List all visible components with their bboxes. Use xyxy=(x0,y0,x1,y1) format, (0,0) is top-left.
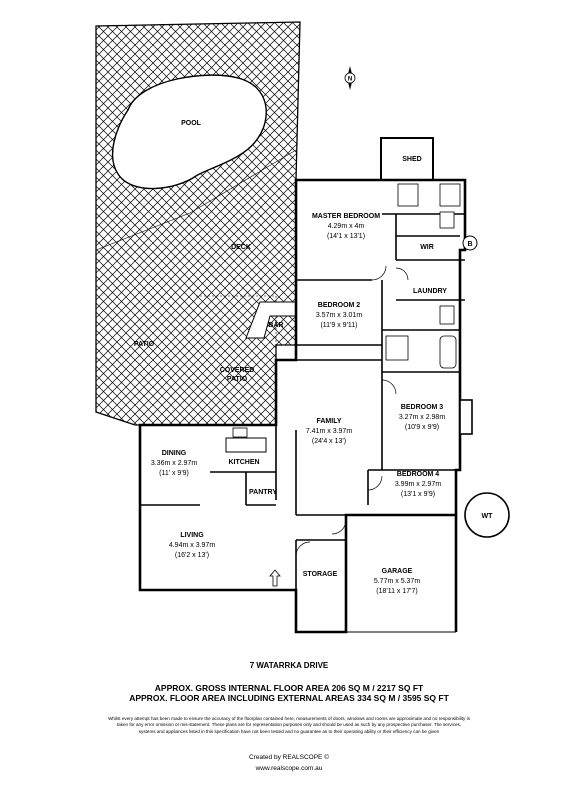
ensuite-vanity xyxy=(439,183,461,207)
property-address: 7 WATARRKA DRIVE xyxy=(249,661,329,670)
laundry-label: LAUNDRY xyxy=(413,288,447,295)
garage-label: GARAGE xyxy=(382,568,413,575)
bedroom2-metric: 3.57m x 3.01m xyxy=(316,312,362,319)
family-metric: 7.41m x 3.97m xyxy=(306,428,352,435)
pool-outline xyxy=(111,74,267,190)
bathroom-bath xyxy=(439,335,457,369)
water-tank-circle xyxy=(464,492,510,538)
credit-text: Created by REALSCOPE © xyxy=(249,754,329,761)
dining-metric: 3.36m x 2.97m xyxy=(151,460,197,467)
compass-icon: N xyxy=(344,66,356,90)
garage-imperial: (18'11 x 17'7) xyxy=(376,588,417,595)
dining-label: DINING xyxy=(162,450,187,457)
covered-patio-label-line1: COVERED xyxy=(220,367,255,374)
disclaimer-text: Whilst every attempt has been made to en… xyxy=(108,716,470,734)
dining-imperial: (11' x 9'9) xyxy=(159,470,189,477)
bedroom4-metric: 3.99m x 2.97m xyxy=(395,481,441,488)
ensuite-toilet xyxy=(439,211,455,229)
wc-toilet xyxy=(439,305,455,325)
hws-circle xyxy=(462,235,478,251)
storage-label: STORAGE xyxy=(303,571,338,578)
deck-divider-line xyxy=(95,149,297,251)
external-area: APPROX. FLOOR AREA INCLUDING EXTERNAL AR… xyxy=(129,693,449,703)
ensuite-shower xyxy=(397,183,419,207)
shed-outline xyxy=(380,137,434,181)
garage-metric: 5.77m x 5.37m xyxy=(374,578,420,585)
bathroom-shower xyxy=(385,335,409,361)
kitchen-sink xyxy=(232,427,248,438)
hws-label: B xyxy=(467,241,472,248)
bedroom2-imperial: (11'9 x 9'11) xyxy=(320,322,357,329)
bedroom2-label: BEDROOM 2 xyxy=(318,302,361,309)
water-tank-label: WT xyxy=(482,513,494,520)
compass-label: N xyxy=(348,77,352,83)
kitchen-label: KITCHEN xyxy=(228,459,259,466)
kitchen-bench xyxy=(225,437,267,453)
master-bedroom-metric: 4.29m x 4m xyxy=(328,223,365,230)
entry-arrow-icon xyxy=(269,569,281,587)
bedroom4-label: BEDROOM 4 xyxy=(397,471,440,478)
master-bedroom-imperial: (14'1 x 13'1) xyxy=(327,233,365,240)
bar-label: BAR xyxy=(268,322,283,329)
bedroom3-label: BEDROOM 3 xyxy=(401,404,444,411)
living-label: LIVING xyxy=(180,532,204,539)
master-bedroom-label: MASTER BEDROOM xyxy=(312,213,380,220)
pool-label: POOL xyxy=(181,120,202,127)
pantry-label: PANTRY xyxy=(249,489,277,496)
bedroom3-metric: 3.27m x 2.98m xyxy=(399,414,445,421)
living-metric: 4.94m x 3.97m xyxy=(169,542,215,549)
bedroom3-bay xyxy=(459,399,473,435)
bedroom3-imperial: (10'9 x 9'9) xyxy=(405,424,439,431)
covered-patio-label-line2: PATIO xyxy=(227,376,248,383)
shed-label: SHED xyxy=(402,156,421,163)
living-imperial: (16'2 x 13') xyxy=(175,552,209,559)
wir-label: WIR xyxy=(420,244,434,251)
family-label: FAMILY xyxy=(316,418,341,425)
website-link[interactable]: www.realscope.com.au xyxy=(255,765,323,772)
gross-internal-area: APPROX. GROSS INTERNAL FLOOR AREA 206 SQ… xyxy=(154,683,424,693)
door-swings xyxy=(295,265,409,557)
deck-label: DECK xyxy=(231,244,251,251)
bedroom4-imperial: (13'1 x 9'9) xyxy=(401,491,435,498)
family-imperial: (24'4 x 13') xyxy=(312,438,346,445)
patio-label: PATIO xyxy=(134,341,155,348)
interior-walls xyxy=(140,213,465,590)
